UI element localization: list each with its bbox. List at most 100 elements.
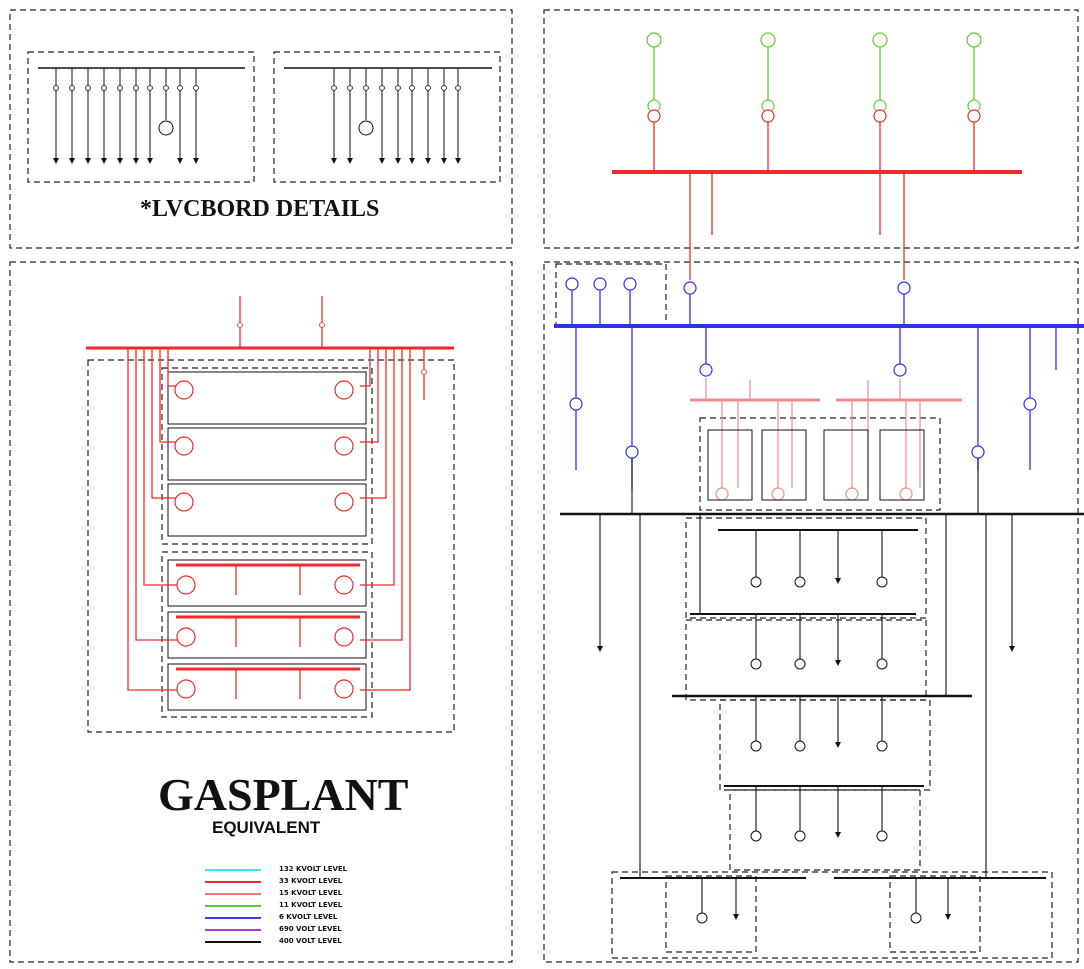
legend-swatch xyxy=(205,881,261,883)
generator-icon xyxy=(565,277,579,291)
frame-gasplan-top xyxy=(543,9,1079,249)
motor-icon xyxy=(771,487,785,501)
motor-icon xyxy=(876,830,888,842)
mv-transformers xyxy=(565,277,1037,459)
transformer-icon xyxy=(683,281,697,295)
motor-icon xyxy=(876,740,888,752)
equivalent-motors xyxy=(174,380,354,699)
legend-label: 400 VOLT LEVEL xyxy=(279,937,342,945)
mv-15kv-motors xyxy=(715,487,913,501)
equivalent-section-boxes xyxy=(167,371,367,711)
box-equivalent-lower xyxy=(161,551,373,718)
legend-item: 6 KVOLT LEVEL xyxy=(205,912,405,924)
lvcbord-left-feeders xyxy=(55,68,197,162)
box-lv-sub4 xyxy=(729,789,921,871)
motor-icon xyxy=(750,576,762,588)
transformer-icon xyxy=(897,281,911,295)
mv-6kv-network xyxy=(554,290,1084,490)
motor-icon xyxy=(176,575,196,595)
generator-feeders xyxy=(653,40,975,100)
generator-icons xyxy=(646,32,982,113)
motor-icon xyxy=(176,679,196,699)
legend-label: 15 KVOLT LEVEL xyxy=(279,889,343,897)
legend-item: 690 VOLT LEVEL xyxy=(205,924,405,936)
lv-motors xyxy=(696,576,922,924)
lv-400v-network xyxy=(560,458,1084,916)
lv-load-arrows xyxy=(597,578,1015,920)
motor-icon xyxy=(174,436,194,456)
generator-icon xyxy=(872,32,888,48)
legend-item: 15 KVOLT LEVEL xyxy=(205,888,405,900)
panel-frames xyxy=(9,9,1079,963)
transformer-icon xyxy=(1023,397,1037,411)
legend-item: 33 KVOLT LEVEL xyxy=(205,876,405,888)
legend-item: 11 KVOLT LEVEL xyxy=(205,900,405,912)
motor-icon xyxy=(794,658,806,670)
legend-label: 6 KVOLT LEVEL xyxy=(279,913,338,921)
generator-icon xyxy=(623,277,637,291)
motor-icon xyxy=(158,120,174,136)
motor-icon xyxy=(715,487,729,501)
transformer-icon xyxy=(699,363,713,377)
lvcbord-details-title: *LVCBORD DETAILS xyxy=(140,196,380,222)
motor-icon xyxy=(334,679,354,699)
generator-icon xyxy=(593,277,607,291)
generator-icon xyxy=(760,32,776,48)
legend-label: 132 KVOLT LEVEL xyxy=(279,865,348,873)
legend-swatch xyxy=(205,893,261,895)
motor-icon xyxy=(750,658,762,670)
motor-icon xyxy=(358,120,374,136)
mv-15kv-network xyxy=(690,378,962,488)
legend-label: 33 KVOLT LEVEL xyxy=(279,877,343,885)
gasplant-title: GASPLANT xyxy=(158,769,409,820)
motor-icon xyxy=(334,436,354,456)
motor-icon xyxy=(334,575,354,595)
motor-icon xyxy=(174,492,194,512)
box-lvcbord-right xyxy=(273,51,501,183)
motor-icon xyxy=(899,487,913,501)
lvcbord-arrows xyxy=(53,158,461,164)
legend-swatch xyxy=(205,929,261,931)
motor-icon xyxy=(876,576,888,588)
legend-item: 132 KVOLT LEVEL xyxy=(205,864,405,876)
motor-icon xyxy=(794,740,806,752)
frame-gasplant-equivalent xyxy=(9,261,513,963)
box-lvcbord-bottom-left xyxy=(665,875,757,953)
box-lvcbord-bottom-right xyxy=(889,875,981,953)
lvcbord-motors xyxy=(158,120,374,136)
motor-icon xyxy=(696,912,708,924)
equivalent-33kv-network xyxy=(86,296,454,699)
gasplan-33kv-network xyxy=(612,122,1022,280)
box-lv-sub2 xyxy=(685,619,927,701)
generator-icon xyxy=(646,32,662,48)
pc-boxes xyxy=(707,429,925,501)
motor-icon xyxy=(334,380,354,400)
legend-swatch xyxy=(205,917,261,919)
motor-icon xyxy=(176,627,196,647)
legend-item: 400 VOLT LEVEL xyxy=(205,936,405,948)
lvcbord-right-feeders xyxy=(333,68,459,162)
box-gen-group xyxy=(555,263,667,327)
frame-gasplan-main xyxy=(543,261,1079,963)
motor-icon xyxy=(334,627,354,647)
box-equivalent-upper xyxy=(161,367,373,545)
motor-icon xyxy=(876,658,888,670)
equivalent-subtitle: EQUIVALENT xyxy=(212,818,321,837)
transformer-icon xyxy=(569,397,583,411)
box-lvcbord-bottom xyxy=(611,871,1053,959)
legend-swatch xyxy=(205,905,261,907)
box-lv-sub1 xyxy=(685,517,927,619)
transformer-icon xyxy=(625,445,639,459)
motor-icon xyxy=(845,487,859,501)
legend-swatch xyxy=(205,869,261,871)
motor-icon xyxy=(794,830,806,842)
motor-icon xyxy=(750,830,762,842)
legend-swatch xyxy=(205,941,261,943)
frame-lvcbord xyxy=(9,9,513,249)
step-up-windings xyxy=(647,109,981,123)
box-lvcbord-left xyxy=(27,51,255,183)
motor-icon xyxy=(334,492,354,512)
motor-icon xyxy=(910,912,922,924)
motor-icon xyxy=(750,740,762,752)
